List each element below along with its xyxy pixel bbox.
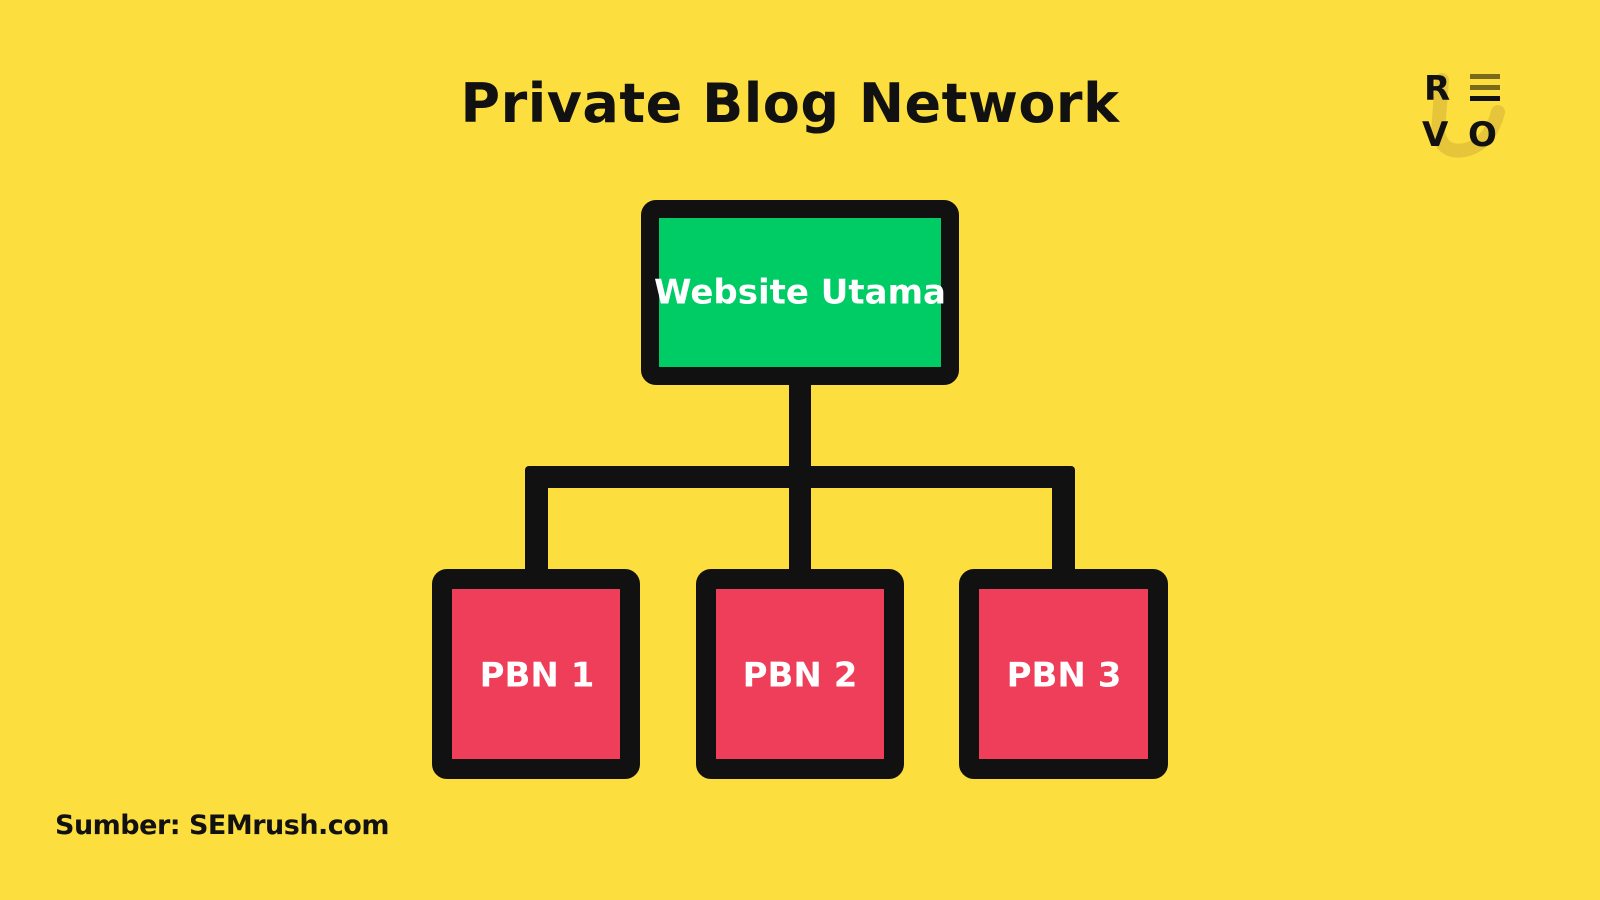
connector-pbn-2 xyxy=(789,470,811,575)
main-node-label: Website Utama xyxy=(654,273,946,313)
svg-text:V: V xyxy=(1422,115,1449,155)
svg-text:O: O xyxy=(1468,115,1497,155)
pbn-node-label: PBN 1 xyxy=(480,656,595,696)
connector-pbn-1 xyxy=(525,470,548,575)
pbn-node-3: PBN 3 xyxy=(959,569,1168,779)
page-title: Private Blog Network xyxy=(460,72,1120,135)
pbn-node-1: PBN 1 xyxy=(432,569,640,779)
connector-main-trunk xyxy=(789,380,811,480)
connector-pbn-3 xyxy=(1052,470,1075,575)
revo-logo: R V O xyxy=(1422,69,1505,158)
connectors xyxy=(525,380,1075,575)
pbn-node-label: PBN 2 xyxy=(743,656,858,696)
pbn-node-label: PBN 3 xyxy=(1007,656,1122,696)
svg-text:R: R xyxy=(1424,69,1450,109)
main-node: Website Utama xyxy=(641,200,959,385)
source-caption: Sumber: SEMrush.com xyxy=(55,810,390,841)
pbn-node-2: PBN 2 xyxy=(696,569,904,779)
